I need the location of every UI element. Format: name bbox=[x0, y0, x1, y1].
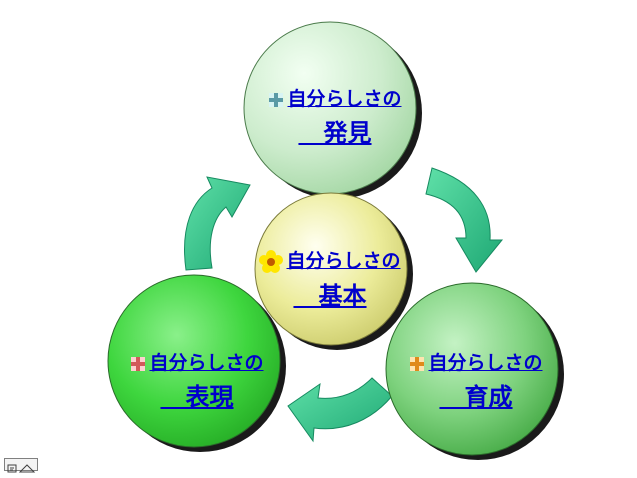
node-right-line2[interactable]: 育成 bbox=[439, 383, 513, 411]
node-left: 自分らしさの 表現 bbox=[112, 348, 282, 412]
node-center: 自分らしさの 基本 bbox=[242, 246, 418, 311]
node-center-line2[interactable]: 基本 bbox=[293, 281, 367, 310]
pale-blue-plus-icon bbox=[269, 92, 284, 107]
node-top-line2[interactable]: 発見 bbox=[298, 119, 372, 147]
node-center-line1: 自分らしさの bbox=[286, 250, 401, 272]
slide-nav-glyph-icon bbox=[7, 464, 36, 473]
arrow-bottom-left-icon bbox=[287, 377, 393, 443]
arrow-right-down-icon bbox=[425, 167, 504, 273]
slide-navigation-icon[interactable] bbox=[4, 458, 38, 473]
node-top-link[interactable]: 自分らしさの bbox=[250, 84, 420, 111]
node-center-link[interactable]: 自分らしさの bbox=[242, 246, 418, 274]
node-top: 自分らしさの 発見 bbox=[250, 84, 420, 148]
node-left-line2[interactable]: 表現 bbox=[160, 383, 234, 411]
arrow-left-up-icon bbox=[184, 176, 251, 271]
node-right: 自分らしさの 育成 bbox=[392, 348, 560, 412]
node-top-line1: 自分らしさの bbox=[287, 88, 402, 110]
pink-plus-icon bbox=[131, 356, 146, 371]
node-left-line1: 自分らしさの bbox=[149, 352, 264, 374]
center-circle bbox=[254, 192, 408, 346]
right-circle bbox=[385, 282, 559, 456]
node-right-link[interactable]: 自分らしさの bbox=[392, 348, 560, 375]
orange-plus-icon bbox=[410, 356, 425, 371]
node-right-line1: 自分らしさの bbox=[428, 352, 543, 374]
yellow-flower-icon bbox=[259, 249, 284, 273]
left-circle bbox=[107, 274, 281, 448]
node-left-link[interactable]: 自分らしさの bbox=[112, 348, 282, 375]
